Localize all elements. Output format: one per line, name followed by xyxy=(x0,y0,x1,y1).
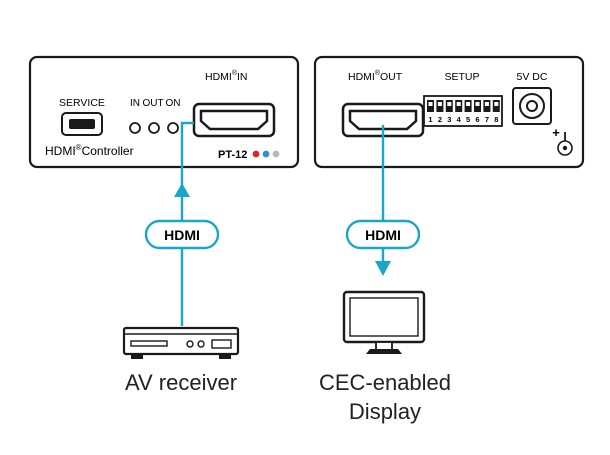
polarity-symbol: + xyxy=(552,125,573,156)
arrow-up-icon xyxy=(174,183,190,197)
dip-switch-number: 2 xyxy=(438,115,442,124)
dip-switch-knob xyxy=(428,102,433,106)
power-label: 5V DC xyxy=(517,71,548,83)
display-caption-line1: CEC-enabled xyxy=(319,370,451,395)
pt12-device: HDMI®IN SERVICE IN OUT ON HDMI®Controlle… xyxy=(28,55,300,169)
hdmi-cable-label-right: HDMI xyxy=(345,219,421,250)
led-out xyxy=(148,122,160,134)
dip-switch-number: 1 xyxy=(428,115,432,124)
service-usb-port[interactable] xyxy=(61,112,103,136)
cables: HDMI HDMI xyxy=(144,121,421,326)
dip-switch-number: 5 xyxy=(466,115,470,124)
dip-switch-number: 7 xyxy=(485,115,489,124)
hdmi-in-label: HDMI®IN xyxy=(205,69,248,83)
dip-switch-knob xyxy=(466,102,471,106)
model-label: PT-12 xyxy=(218,149,247,161)
led-label-out: OUT xyxy=(142,98,163,109)
dip-switch-number: 8 xyxy=(494,115,498,124)
hdmi-out-label: HDMI®OUT xyxy=(348,69,403,83)
power-jack[interactable] xyxy=(512,87,552,125)
dip-switch-knob xyxy=(447,102,452,106)
cable-label-left-text: HDMI xyxy=(164,227,200,243)
model-dot-red xyxy=(252,150,260,158)
display-monitor-icon xyxy=(342,290,426,354)
display-caption-line2: Display xyxy=(349,399,421,424)
arrow-down-icon xyxy=(375,261,391,276)
cable-label-right-text: HDMI xyxy=(365,227,401,243)
dip-switch-knob xyxy=(456,102,461,106)
model-dot-gray xyxy=(272,150,280,158)
hdmi-in-port[interactable] xyxy=(192,102,276,138)
led-in xyxy=(129,122,141,134)
service-label: SERVICE xyxy=(59,97,105,109)
pt12-enclosure xyxy=(28,55,300,169)
led-label-in: IN xyxy=(130,98,140,109)
av-receiver-caption: AV receiver xyxy=(125,370,237,395)
dip-switch-knob xyxy=(494,102,499,106)
polarity-plus: + xyxy=(552,125,560,140)
dip-switch-knob xyxy=(475,102,480,106)
model-dot-blue xyxy=(262,150,270,158)
dip-switch-knob xyxy=(437,102,442,106)
led-on xyxy=(167,122,179,134)
led-label-on: ON xyxy=(166,98,181,109)
dip-switch-number: 4 xyxy=(457,115,462,124)
av-receiver-icon xyxy=(122,326,240,359)
hdmi-controller-label: HDMI®Controller xyxy=(45,143,134,158)
dip-switch-knob xyxy=(484,102,489,106)
dip-switch-number: 6 xyxy=(475,115,479,124)
setup-label: SETUP xyxy=(444,71,479,83)
dip-switch-number: 3 xyxy=(447,115,451,124)
hdmi-cable-label-left: HDMI xyxy=(144,219,220,250)
